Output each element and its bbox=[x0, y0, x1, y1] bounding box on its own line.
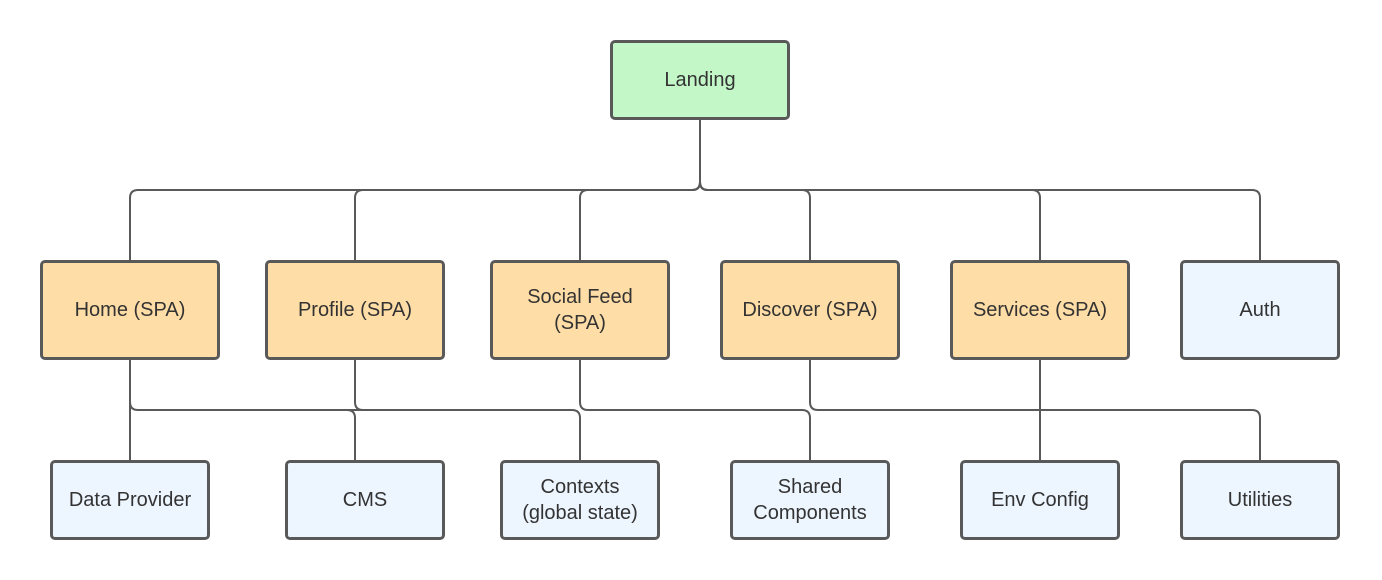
utilities-node: Utilities bbox=[1180, 460, 1340, 540]
shared-components-node: Shared Components bbox=[730, 460, 890, 540]
env-config-node: Env Config bbox=[960, 460, 1120, 540]
connector-social-shared bbox=[579, 360, 811, 460]
contexts-node: Contexts (global state) bbox=[500, 460, 660, 540]
landing-node: Landing bbox=[610, 40, 790, 120]
home-spa-node: Home (SPA) bbox=[40, 260, 220, 360]
connector-home-bus bbox=[129, 360, 581, 460]
auth-node: Auth bbox=[1180, 260, 1340, 360]
connector-landing-social bbox=[579, 120, 701, 260]
connector-home-cms bbox=[138, 409, 356, 460]
connector-profile-bus bbox=[354, 360, 364, 411]
data-provider-node: Data Provider bbox=[50, 460, 210, 540]
connector-landing-auth bbox=[699, 120, 1261, 260]
services-spa-node: Services (SPA) bbox=[950, 260, 1130, 360]
discover-spa-node: Discover (SPA) bbox=[720, 260, 900, 360]
cms-node: CMS bbox=[285, 460, 445, 540]
social-feed-spa-node: Social Feed (SPA) bbox=[490, 260, 670, 360]
profile-spa-node: Profile (SPA) bbox=[265, 260, 445, 360]
connector-discover-utilities bbox=[809, 360, 1261, 460]
